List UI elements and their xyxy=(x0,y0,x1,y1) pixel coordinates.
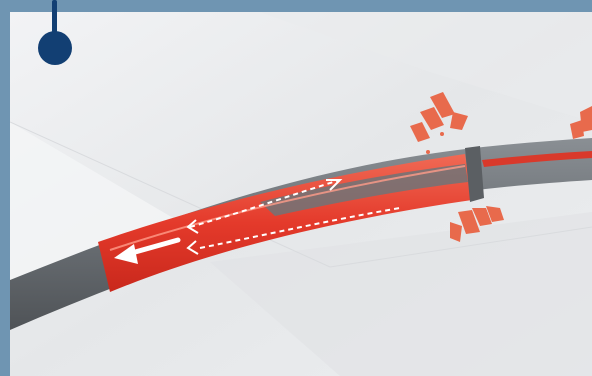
illustration-panel xyxy=(10,12,592,376)
pin-line xyxy=(52,0,57,34)
pin-icon xyxy=(38,31,72,65)
hose-illustration xyxy=(10,12,592,376)
